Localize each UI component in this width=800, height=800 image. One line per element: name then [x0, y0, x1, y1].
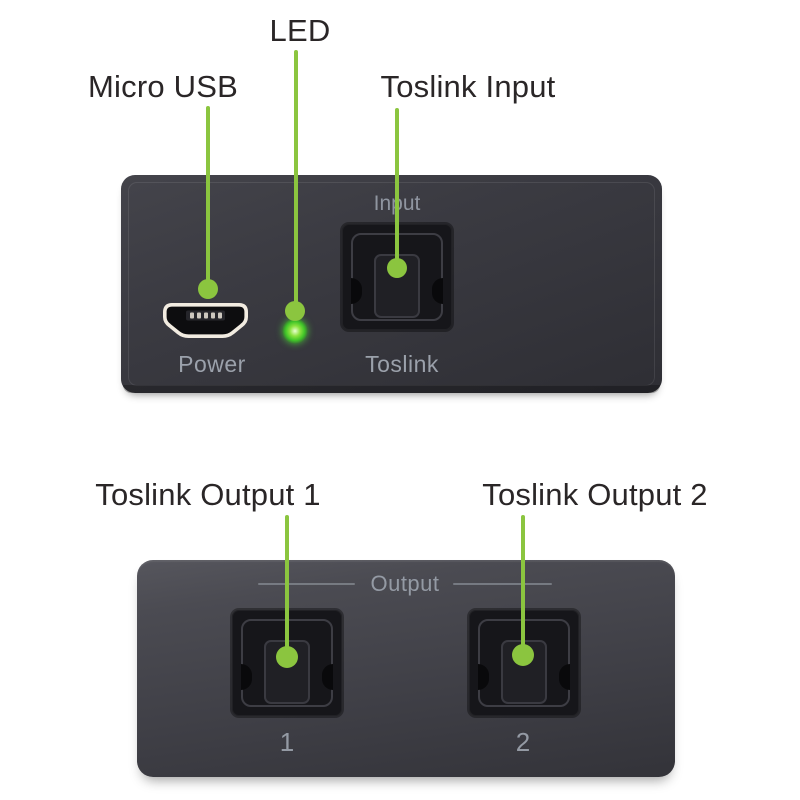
toslink-output-1-pointer-dot: [276, 646, 298, 668]
led-pointer-dot: [285, 301, 305, 321]
micro-usb-callout-label: Micro USB: [88, 69, 238, 104]
output-header-left-rule: [258, 583, 355, 585]
port-notch-right: [559, 664, 570, 690]
micro-usb-pointer-line: [206, 106, 210, 290]
toslink-caption: Toslink: [365, 351, 439, 377]
port-notch-left: [478, 664, 489, 690]
toslink-input-pointer-line: [395, 108, 399, 270]
micro-usb-port: [163, 303, 248, 338]
output-header-right-rule: [453, 583, 552, 585]
bottom-device-panel: Output 1 2: [137, 560, 675, 777]
toslink-input-callout-label: Toslink Input: [380, 69, 556, 104]
port-1-caption: 1: [279, 727, 295, 757]
toslink-output-1-pointer-line: [285, 515, 289, 659]
port-notch-right: [322, 664, 333, 690]
port-notch-left: [241, 664, 252, 690]
port-2-caption: 2: [515, 727, 531, 757]
toslink-output-1-callout-label: Toslink Output 1: [95, 477, 321, 512]
output-caption: Output: [370, 571, 440, 596]
toslink-input-pointer-dot: [387, 258, 407, 278]
top-device-bottom-edge: [123, 385, 660, 393]
port-notch-right: [432, 278, 443, 304]
led-indicator-icon: [282, 318, 308, 344]
micro-usb-pointer-dot: [198, 279, 218, 299]
port-notch-left: [351, 278, 362, 304]
power-caption: Power: [178, 351, 246, 377]
led-pointer-line: [294, 50, 298, 312]
toslink-output-2-pointer-line: [521, 515, 525, 657]
toslink-output-2-callout-label: Toslink Output 2: [482, 477, 708, 512]
led-callout-label: LED: [269, 13, 331, 48]
toslink-output-2-pointer-dot: [512, 644, 534, 666]
